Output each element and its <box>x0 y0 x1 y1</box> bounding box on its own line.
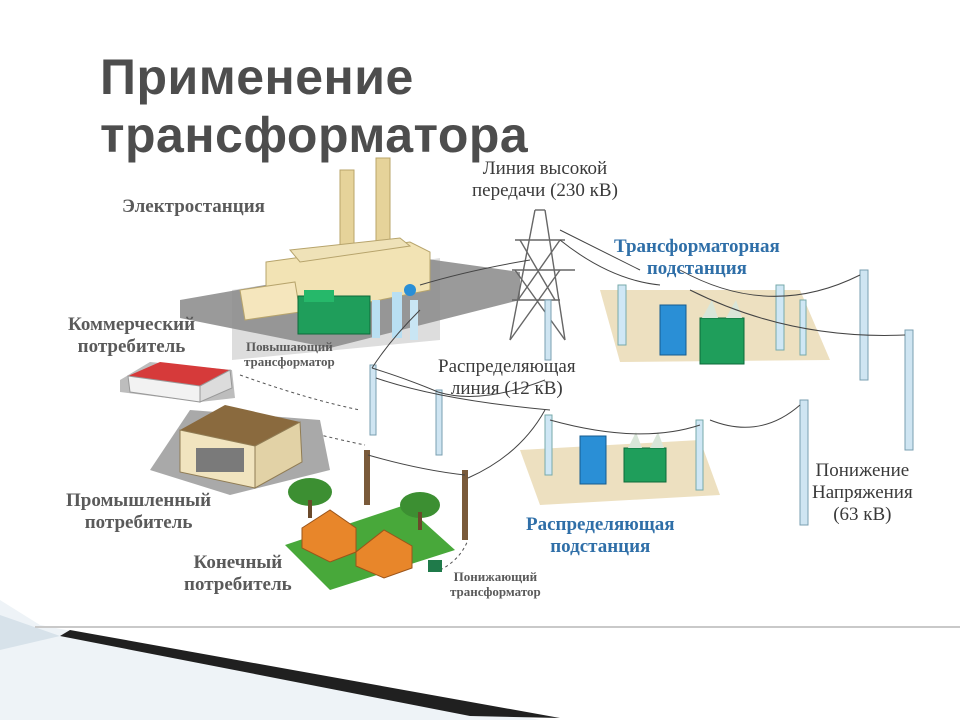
label-step-up-transformer-2: трансформатор <box>244 355 335 370</box>
power-station <box>180 158 520 360</box>
label-commercial-consumer-1: Коммерческий <box>68 314 195 336</box>
label-voltage-reduction-1: Понижение <box>812 460 913 482</box>
commercial-building <box>120 362 235 402</box>
transformer-substation <box>600 285 830 364</box>
label-commercial-consumer: Коммерческий потребитель <box>68 314 195 358</box>
page-curl-decoration <box>0 600 960 720</box>
label-distribution-line-2: линия (12 кВ) <box>438 378 576 400</box>
label-industrial-consumer: Промышленный потребитель <box>66 490 211 534</box>
label-end-consumer-2: потребитель <box>184 574 292 596</box>
label-step-down-transformer: Понижающий трансформатор <box>450 570 541 600</box>
label-industrial-consumer-1: Промышленный <box>66 490 211 512</box>
label-step-up-transformer-1: Повышающий <box>244 340 335 355</box>
label-voltage-reduction: Понижение Напряжения (63 кВ) <box>812 460 913 526</box>
label-step-down-transformer-2: трансформатор <box>450 585 541 600</box>
label-voltage-reduction-3: (63 кВ) <box>812 504 913 526</box>
title-line-1: Применение <box>100 48 528 106</box>
label-transformer-substation-2: подстанция <box>614 258 780 280</box>
label-transformer-substation-1: Трансформаторная <box>614 236 780 258</box>
label-distribution-substation: Распределяющая подстанция <box>526 514 675 558</box>
label-industrial-consumer-2: потребитель <box>66 512 211 534</box>
label-end-consumer-1: Конечный <box>184 552 292 574</box>
label-voltage-reduction-2: Напряжения <box>812 482 913 504</box>
page-title: Применение трансформатора <box>100 48 528 164</box>
label-high-voltage-line: Линия высокой передачи (230 кВ) <box>472 158 618 202</box>
label-commercial-consumer-2: потребитель <box>68 336 195 358</box>
label-power-station: Электростанция <box>122 196 265 218</box>
label-distribution-substation-1: Распределяющая <box>526 514 675 536</box>
label-distribution-line-1: Распределяющая <box>438 356 576 378</box>
label-step-up-transformer: Повышающий трансформатор <box>244 340 335 370</box>
label-high-voltage-line-1: Линия высокой <box>472 158 618 180</box>
label-transformer-substation: Трансформаторная подстанция <box>614 236 780 280</box>
label-distribution-substation-2: подстанция <box>526 536 675 558</box>
label-step-down-transformer-1: Понижающий <box>450 570 541 585</box>
label-high-voltage-line-2: передачи (230 кВ) <box>472 180 618 202</box>
title-line-2: трансформатора <box>100 106 528 164</box>
label-distribution-line: Распределяющая линия (12 кВ) <box>438 356 576 400</box>
label-end-consumer: Конечный потребитель <box>184 552 292 596</box>
distribution-substation <box>520 415 720 505</box>
